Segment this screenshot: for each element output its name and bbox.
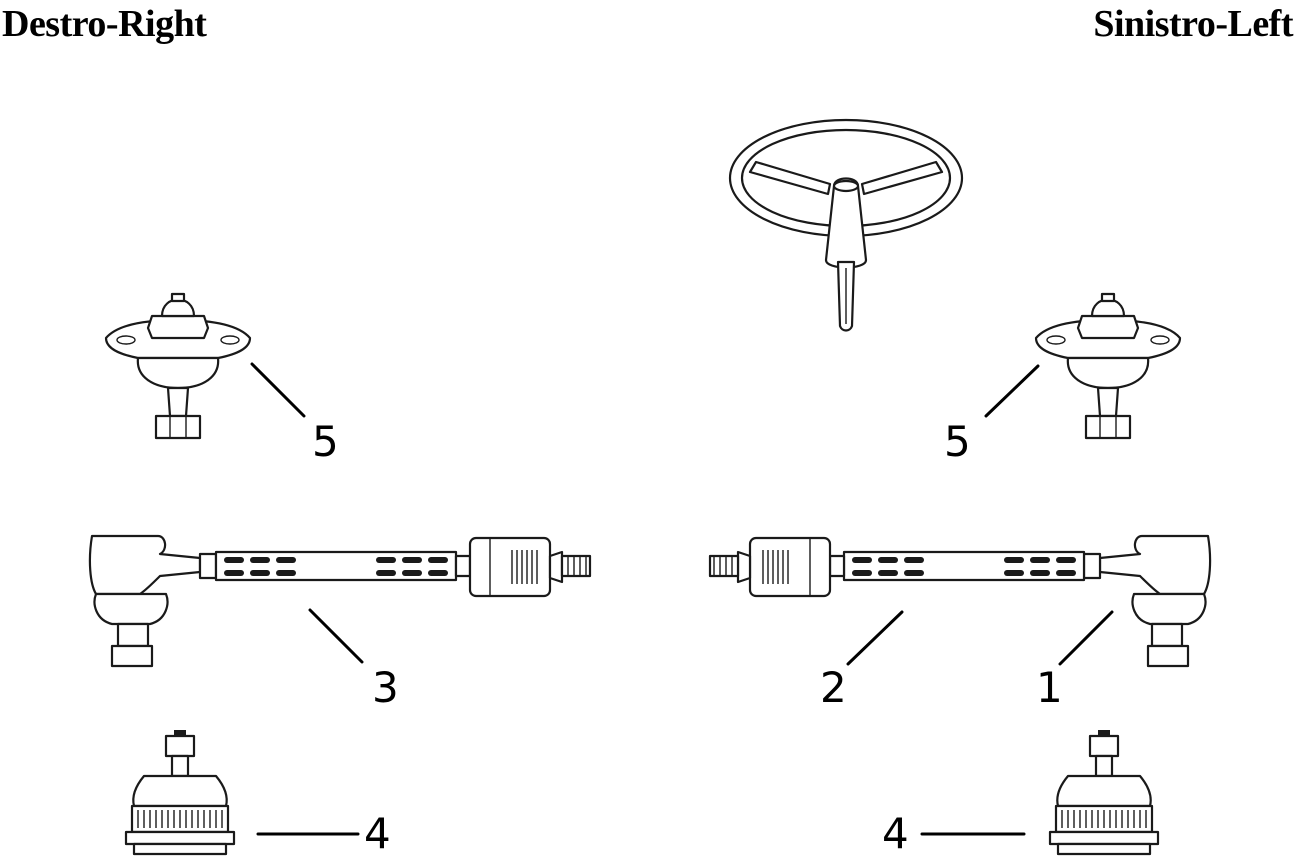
leader-line-1 xyxy=(1058,610,1114,666)
steering-wheel xyxy=(728,118,964,332)
tie-rod-right xyxy=(88,534,592,668)
leader-line-5-left xyxy=(984,364,1040,418)
title-sinistro-left: Sinistro-Left xyxy=(1093,3,1293,45)
callout-3: 3 xyxy=(372,663,399,712)
callout-1: 1 xyxy=(1036,663,1063,712)
upper-ball-joint-left xyxy=(1034,292,1182,440)
lower-ball-joint-left xyxy=(1048,728,1160,856)
callout-4-right: 4 xyxy=(364,809,391,858)
leader-line-5-right xyxy=(250,362,306,418)
lower-ball-joint-right xyxy=(124,728,236,856)
leader-line-2 xyxy=(846,610,904,666)
tie-rod-left xyxy=(708,534,1212,668)
callout-5-left: 5 xyxy=(944,417,971,466)
leader-line-3 xyxy=(308,608,364,664)
callout-4-left: 4 xyxy=(882,809,909,858)
callout-2: 2 xyxy=(820,663,847,712)
upper-ball-joint-right xyxy=(104,292,252,440)
title-destro-right: Destro-Right xyxy=(2,3,207,45)
callout-5-right: 5 xyxy=(312,417,339,466)
